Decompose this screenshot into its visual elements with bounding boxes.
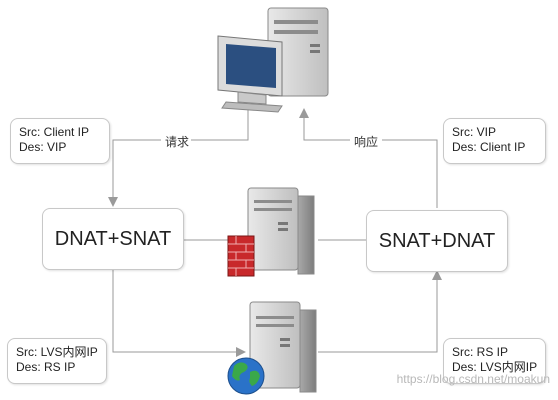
- request-edge: [108, 108, 249, 207]
- request-src: Src: Client IP: [19, 125, 90, 139]
- watermark: https://blog.csdn.net/moakun: [396, 372, 550, 386]
- request-des: Des: VIP: [19, 140, 67, 154]
- response-des: Des: Client IP: [452, 140, 526, 154]
- forward-des: Des: RS IP: [16, 360, 76, 374]
- response-label: 响应: [354, 134, 378, 149]
- snat-dnat-label: SNAT+DNAT: [378, 229, 496, 252]
- real-server-icon: [249, 301, 317, 393]
- response-src: Src: VIP: [452, 125, 497, 139]
- snat-dnat-node: SNAT+DNAT: [366, 210, 508, 272]
- firewall-icon: [227, 235, 255, 277]
- dnat-snat-label: DNAT+SNAT: [54, 227, 172, 250]
- request-header-note: Src: Client IP Des: VIP: [10, 118, 110, 164]
- response-header-note: Src: VIP Des: Client IP: [443, 118, 546, 164]
- forward-to-rs-edge: [112, 268, 246, 357]
- rs-to-right-edge: [318, 270, 442, 353]
- forward-header-note: Src: LVS内网IP Des: RS IP: [7, 338, 107, 384]
- return-header-note: Src: RS IP Des: LVS内网IP: [443, 338, 546, 384]
- forward-src: Src: LVS内网IP: [16, 345, 98, 359]
- globe-icon: [227, 357, 265, 395]
- request-label: 请求: [165, 135, 189, 149]
- return-src: Src: RS IP: [452, 345, 509, 359]
- response-edge: [299, 108, 438, 208]
- client-computer-icon: [217, 7, 329, 113]
- return-des: Des: LVS内网IP: [452, 360, 538, 374]
- dnat-snat-node: DNAT+SNAT: [42, 208, 184, 270]
- director-server-icon: [247, 187, 315, 275]
